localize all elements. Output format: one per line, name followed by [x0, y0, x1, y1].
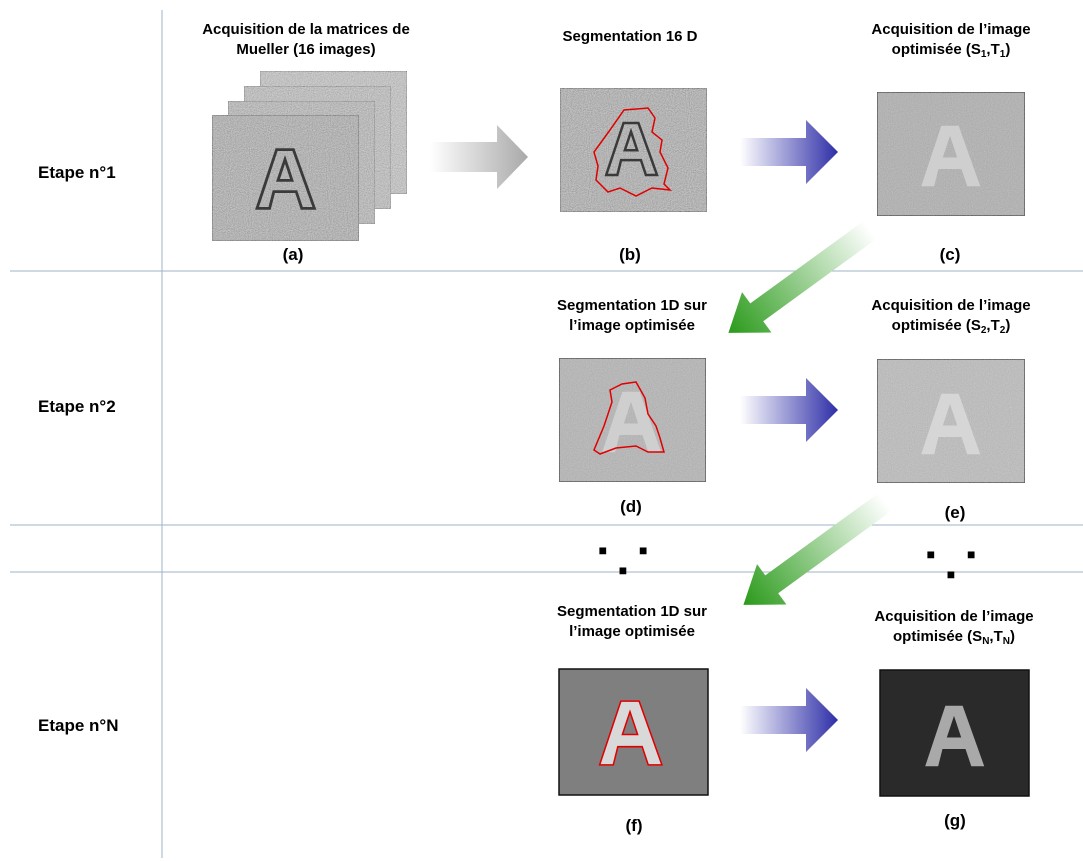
panel-c — [876, 91, 1026, 217]
heading-c: Acquisition de l’image optimisée (S1,T1) — [846, 20, 1056, 60]
caption-d: (d) — [620, 497, 642, 516]
heading-g-mid: ,T — [989, 628, 1003, 645]
panel-b — [559, 87, 708, 213]
heading-e: Acquisition de l’image optimisée (S2,T2) — [846, 296, 1056, 336]
heading-b: Segmentation 16 D — [562, 28, 698, 45]
panel-g — [879, 669, 1030, 797]
heading-c-prefix: optimisée (S — [891, 41, 981, 58]
panel-f — [558, 668, 709, 796]
heading-e-mid: ,T — [986, 317, 1000, 334]
arrow-blue-3 — [740, 688, 838, 752]
heading-g-prefix: optimisée (S — [893, 628, 983, 645]
panel-e — [876, 358, 1026, 484]
caption-g: (g) — [944, 811, 966, 830]
heading-e-line1: Acquisition de l’image — [871, 297, 1031, 314]
heading-c-line1: Acquisition de l’image — [871, 21, 1031, 38]
heading-e-prefix: optimisée (S — [891, 317, 981, 334]
arrow-green-1 — [728, 221, 877, 333]
arrow-green-2 — [743, 493, 892, 605]
caption-b: (b) — [619, 245, 641, 264]
stack-layer-front — [211, 114, 360, 242]
heading-c-sub-t: 1 — [999, 49, 1006, 60]
heading-g-line1: Acquisition de l’image — [874, 608, 1034, 625]
heading-g: Acquisition de l’image optimisée (SN,TN) — [849, 607, 1059, 647]
heading-a-line2: Mueller (16 images) — [236, 41, 376, 58]
contour-d — [593, 381, 665, 455]
panel-d — [558, 357, 707, 483]
heading-g-line2: optimisée (SN,TN) — [849, 627, 1059, 647]
heading-e-line2: optimisée (S2,T2) — [846, 316, 1056, 336]
heading-e-sub-t: 2 — [999, 325, 1006, 336]
heading-f-line2: l’image optimisée — [569, 623, 695, 640]
arrow-blue-1 — [740, 120, 838, 184]
grid-lines — [10, 10, 1083, 858]
heading-c-line2: optimisée (S1,T1) — [846, 40, 1056, 60]
caption-e: (e) — [944, 503, 966, 522]
heading-a: Acquisition de la matrices de Mueller (1… — [176, 20, 436, 60]
caption-a: (a) — [282, 245, 304, 264]
heading-e-suffix: ) — [1005, 317, 1011, 334]
panel-a-stack — [211, 70, 408, 242]
heading-c-mid: ,T — [986, 41, 1000, 58]
stage-2-label: Etape n°2 — [38, 397, 116, 416]
heading-g-suffix: ) — [1010, 628, 1015, 645]
heading-g-sub-t: N — [1002, 636, 1010, 647]
arrow-blue-2 — [740, 378, 838, 442]
arrow-gray — [430, 125, 528, 189]
heading-d: Segmentation 1D sur l’image optimisée — [527, 296, 737, 336]
heading-f-line1: Segmentation 1D sur — [556, 603, 708, 620]
heading-e-sub-s: 2 — [980, 325, 987, 336]
ellipsis-right: ■ ■ ■ — [926, 546, 990, 582]
stage-1-label: Etape n°1 — [38, 163, 116, 182]
stage-n-label: Etape n°N — [38, 716, 119, 735]
heading-d-line1: Segmentation 1D sur — [556, 297, 708, 314]
contour-b — [593, 107, 673, 197]
heading-c-suffix: ) — [1005, 41, 1011, 58]
heading-d-line2: l’image optimisée — [569, 317, 695, 334]
heading-a-line1: Acquisition de la matrices de — [202, 21, 410, 38]
caption-c: (c) — [939, 245, 961, 264]
ellipsis-left: ■ ■ ■ — [598, 542, 662, 578]
caption-f: (f) — [625, 816, 643, 835]
heading-c-sub-s: 1 — [980, 49, 987, 60]
heading-g-sub-s: N — [982, 636, 990, 647]
heading-f: Segmentation 1D sur l’image optimisée — [527, 602, 737, 642]
